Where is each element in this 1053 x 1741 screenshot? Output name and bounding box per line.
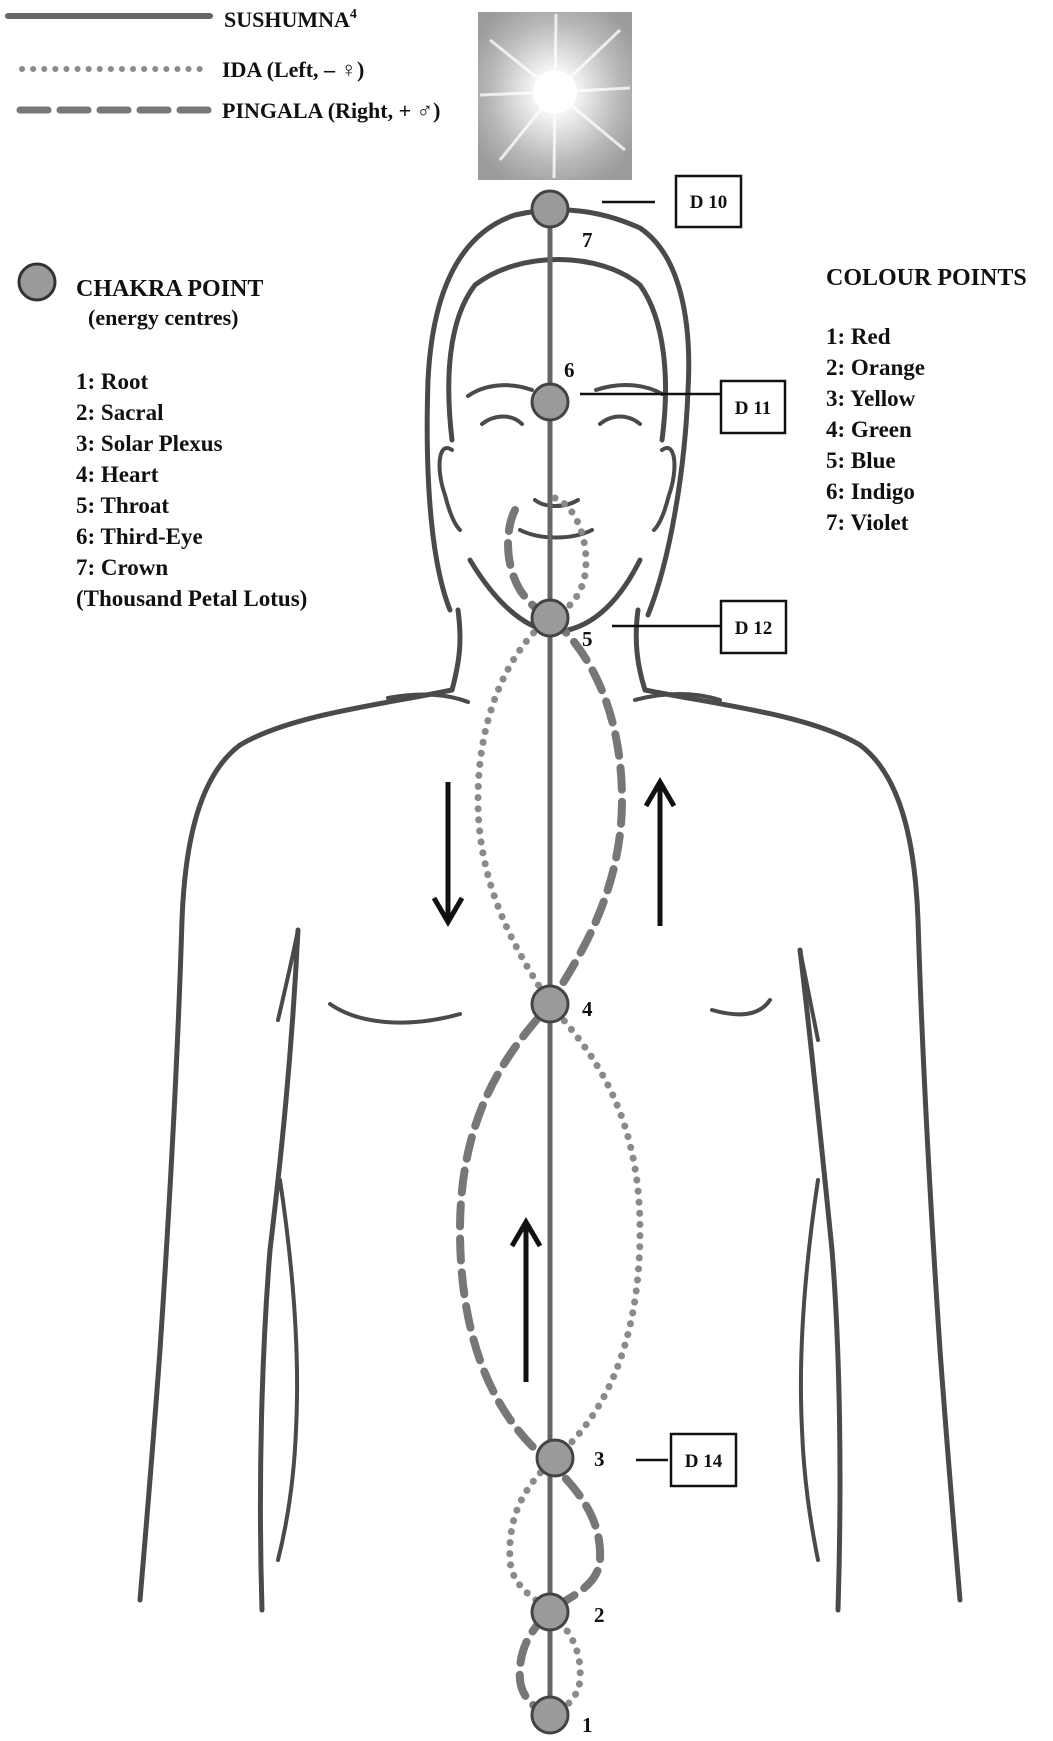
colour-legend-item: 4: Green xyxy=(826,417,912,442)
left-pec xyxy=(330,1004,460,1023)
chakra-legend-item: (Thousand Petal Lotus) xyxy=(76,586,307,611)
arrow-up-icon xyxy=(512,1222,540,1382)
chakra-legend-subtitle: (energy centres) xyxy=(88,305,238,330)
colour-legend-item: 6: Indigo xyxy=(826,479,915,504)
d-box-14-label: D 14 xyxy=(685,1451,723,1472)
d-box-10-label: D 10 xyxy=(690,192,727,213)
chakra-legend-item: 6: Third-Eye xyxy=(76,524,203,549)
colour-legend-item: 7: Violet xyxy=(826,510,909,535)
chakra-number-7: 7 xyxy=(582,228,593,252)
sushumna-label: SUSHUMNA4 xyxy=(224,7,357,32)
chakra-number-5: 5 xyxy=(582,627,593,651)
chakra-legend-item: 7: Crown xyxy=(76,555,168,580)
pingala-channel xyxy=(460,618,622,1715)
d-box-12-label: D 12 xyxy=(735,618,772,639)
chakra-legend: CHAKRA POINT (energy centres) 1: Root 2:… xyxy=(19,264,307,611)
arrow-down-icon xyxy=(434,782,462,922)
d-box-11-label: D 11 xyxy=(735,398,771,419)
colour-legend-item: 2: Orange xyxy=(826,355,925,380)
nadi-channels xyxy=(460,210,640,1720)
sushumna-superscript: 4 xyxy=(350,7,357,22)
arrow-up-icon xyxy=(646,782,674,926)
right-ear xyxy=(654,448,674,530)
right-pec xyxy=(712,1000,770,1014)
colour-legend: COLOUR POINTS 1: Red 2: Orange 3: Yellow… xyxy=(826,265,1027,535)
light-burst-icon xyxy=(478,12,632,180)
neck-right xyxy=(636,610,645,690)
chakra-legend-item: 4: Heart xyxy=(76,462,159,487)
chakra-point-2 xyxy=(532,1594,568,1630)
chakra-point-1 xyxy=(532,1697,568,1733)
colour-legend-title: COLOUR POINTS xyxy=(826,265,1027,291)
chakra-number-1: 1 xyxy=(582,1713,593,1736)
chakra-legend-title: CHAKRA POINT xyxy=(76,276,263,302)
chakra-number-4: 4 xyxy=(582,997,593,1021)
colour-legend-item: 3: Yellow xyxy=(826,386,916,411)
ida-channel xyxy=(478,618,640,1715)
colour-legend-item: 1: Red xyxy=(826,324,891,349)
chakra-point-3 xyxy=(537,1440,573,1476)
left-ear xyxy=(440,448,460,530)
chakra-legend-item: 3: Solar Plexus xyxy=(76,431,223,456)
ida-label: IDA (Left, – ♀) xyxy=(222,57,364,82)
chakra-number-6: 6 xyxy=(564,358,575,382)
right-forearm-line xyxy=(801,1180,818,1560)
chakra-legend-item: 1: Root xyxy=(76,369,149,394)
left-shoulder-arm xyxy=(140,690,452,1600)
right-eyebrow xyxy=(596,385,662,394)
chakra-number-2: 2 xyxy=(594,1603,605,1627)
colour-legend-item: 5: Blue xyxy=(826,448,896,473)
chakra-number-3: 3 xyxy=(594,1447,605,1471)
chakra-legend-item: 5: Throat xyxy=(76,493,169,518)
chakra-point-6 xyxy=(532,384,568,420)
line-legend: SUSHUMNA4 IDA (Left, – ♀) PINGALA (Right… xyxy=(8,7,441,123)
left-eye xyxy=(482,417,522,425)
neck-left xyxy=(452,610,460,690)
left-eyebrow xyxy=(468,385,532,396)
chakra-point-legend-icon xyxy=(19,264,55,300)
chakra-point-7 xyxy=(532,191,568,227)
left-forearm-line xyxy=(278,1180,297,1560)
chakra-point-4 xyxy=(532,986,568,1022)
chakra-legend-item: 2: Sacral xyxy=(76,400,164,425)
d-boxes: D 10 D 11 D 12 D 14 xyxy=(580,176,786,1486)
right-eye xyxy=(600,417,640,425)
chakra-point-5 xyxy=(532,600,568,636)
pingala-label: PINGALA (Right, + ♂) xyxy=(222,98,441,123)
